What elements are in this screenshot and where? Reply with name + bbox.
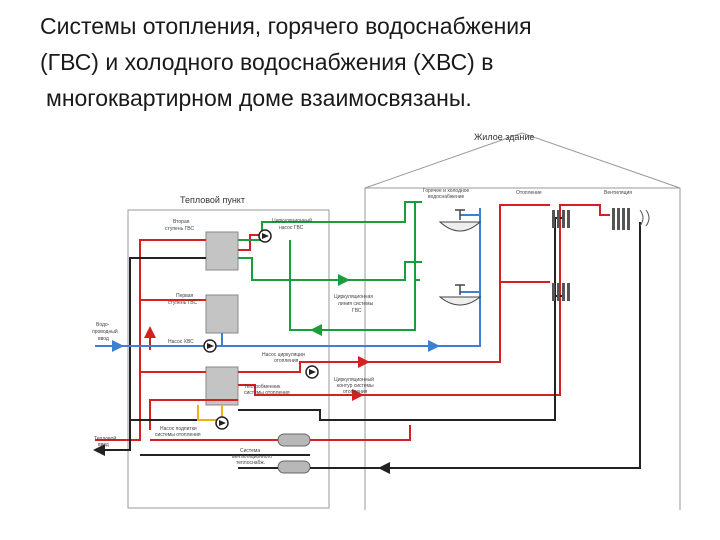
label-dhw-circ-pump-1: Циркуляционный	[272, 217, 312, 224]
sink-lower	[438, 284, 482, 306]
title-line-3: многоквартирном доме взаимосвязаны.	[46, 85, 472, 111]
hot-cold-water-label-2: водоснабжение	[428, 194, 464, 200]
title-line-1: Системы отопления, горячего водоснабжени…	[40, 13, 532, 39]
title-line-2: (ГВС) и холодного водоснабжения (ХВС) в	[40, 49, 494, 75]
label-water-main-3: ввод	[98, 336, 109, 342]
label-water-main-1: Водо-	[96, 322, 110, 328]
heating-makeup-pump	[215, 416, 229, 430]
label-water-main-2: проводный	[92, 328, 118, 335]
ventilation-section-label: Вентиляция	[604, 190, 632, 196]
label-dhw-circ-pump-2: насос ГВС	[279, 225, 304, 231]
dhw-stage1-exchanger	[205, 294, 239, 334]
label-heat-input-1: Тепловой	[94, 435, 116, 442]
label-heat-exchanger-1: Теплообменник	[244, 384, 281, 390]
return-arrows	[93, 444, 400, 474]
label-heating-makeup-pump-2: системы отопления	[155, 432, 201, 438]
label-cold-water-pump: Насос ХВС	[168, 339, 194, 345]
hot-water-arrows	[310, 274, 350, 336]
label-heating-circ-loop-3: отопления	[343, 389, 368, 395]
vent-heater-2	[277, 460, 311, 474]
label-dhw-stage2: Вторая ступень ГВС	[165, 219, 194, 232]
label-heat-exchanger: Теплообменник системы отопления	[244, 384, 290, 396]
radiator-lower	[552, 283, 570, 301]
vent-heater-1	[277, 433, 311, 447]
substation-frame	[127, 209, 330, 509]
hot-cold-water-label: Горячее и холодное водоснабжение	[423, 188, 471, 200]
label-heating-circ-loop-1: Циркуляционный	[334, 376, 374, 383]
hot-cold-water-label-1: Горячее и холодное	[423, 188, 470, 194]
substation-title: Тепловой пункт	[180, 195, 245, 205]
ventilation-heater-unit	[612, 208, 650, 230]
label-heat-input-2: ввод	[98, 442, 109, 448]
label-dhw-circ-line-3: ГВС	[352, 308, 362, 314]
label-dhw-stage1-2: ступень ГВС	[168, 300, 197, 306]
label-dhw-circ-line: Циркуляционная линия системы ГВС	[334, 294, 375, 314]
label-heating-circ-loop-2: контур системы	[337, 383, 374, 389]
label-heating-makeup-pump: Насос подпитки системы отопления	[155, 426, 201, 438]
label-dhw-stage2-1: Вторая	[173, 219, 190, 225]
label-dhw-circ-pump: Циркуляционный насос ГВС	[272, 217, 313, 231]
label-dhw-circ-line-2: линия системы	[338, 301, 374, 307]
slide-title: Системы отопления, горячего водоснабжени…	[40, 8, 700, 116]
label-heat-exchanger-2: системы отопления	[244, 390, 290, 396]
sink-upper	[438, 209, 482, 232]
label-heating-circ-pump-2: отопления	[274, 358, 299, 364]
label-dhw-stage1-1: Первая	[176, 293, 194, 299]
dhw-stage2-exchanger	[205, 231, 239, 271]
label-ventilation-system-1: Система	[240, 448, 260, 454]
heating-exchanger	[205, 366, 239, 406]
house-label: Жилое здание	[474, 132, 534, 142]
dhw-circ-pump	[258, 229, 272, 243]
radiator-upper	[552, 210, 570, 228]
label-heating-circ-pump: Насос циркуляции отопления	[262, 352, 306, 364]
heating-circ-pump	[305, 365, 319, 379]
label-water-main: Водо- проводный ввод	[92, 322, 119, 342]
label-heating-circ-pump-1: Насос циркуляции	[262, 352, 305, 358]
label-ventilation-system-2: вентиляционного	[232, 454, 272, 460]
cold-water-pipes	[95, 208, 481, 347]
label-ventilation-system-3: теплоснабж.	[236, 460, 265, 466]
label-dhw-stage2-2: ступень ГВС	[165, 226, 194, 232]
label-ventilation-system: Система вентиляционного теплоснабж.	[232, 448, 273, 466]
label-heating-makeup-pump-1: Насос подпитки	[160, 426, 197, 432]
makeup-pipe	[197, 405, 223, 421]
label-dhw-circ-line-1: Циркуляционная	[334, 294, 373, 300]
label-dhw-stage1: Первая ступень ГВС	[168, 293, 197, 306]
heating-section-label: Отопление	[516, 190, 542, 196]
label-heat-input: Тепловой ввод	[94, 435, 118, 448]
house-outline	[364, 132, 681, 510]
cold-water-pump	[203, 339, 217, 353]
label-heating-circ-loop: Циркуляционный контур системы отопления	[334, 376, 375, 395]
supply-pipes	[95, 204, 610, 441]
hot-water-pipes	[238, 201, 422, 331]
